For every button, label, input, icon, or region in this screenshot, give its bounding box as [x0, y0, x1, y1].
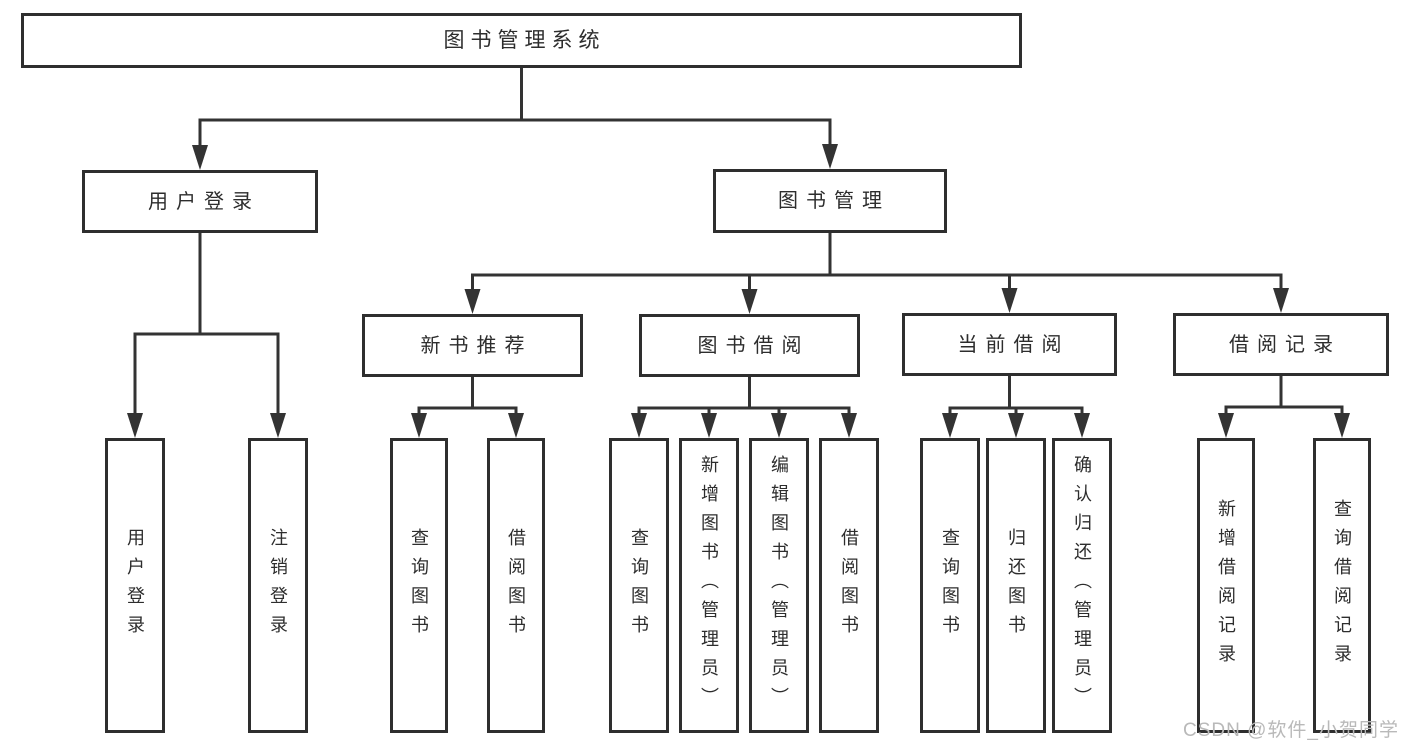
arrowhead	[464, 289, 481, 314]
node-label-leaf-return-books: 归还图书	[1006, 527, 1026, 644]
arrowhead	[1218, 413, 1234, 438]
arrowhead	[822, 144, 838, 169]
arrowhead	[1008, 413, 1024, 438]
node-label-leaf-query-books-rec: 查询图书	[409, 527, 429, 644]
node-label-leaf-user-login: 用户登录	[125, 527, 145, 644]
arrowhead	[631, 413, 647, 438]
arrowhead	[1334, 413, 1350, 438]
arrowhead	[841, 413, 857, 438]
node-label-leaf-query-books-bor: 查询图书	[629, 527, 649, 644]
arrowhead	[741, 289, 758, 314]
node-leaf-query-books-bor: 查询图书	[609, 438, 669, 733]
node-label-borrowing-records: 借阅记录	[1229, 333, 1341, 356]
node-label-book-management: 图书管理	[778, 190, 890, 212]
node-leaf-add-borrow-record: 新增借阅记录	[1197, 438, 1255, 733]
node-label-leaf-confirm-return: 确认归还（管理员）	[1072, 455, 1092, 716]
node-leaf-query-books-cur: 查询图书	[920, 438, 980, 733]
node-label-leaf-add-borrow-record: 新增借阅记录	[1216, 498, 1236, 673]
node-label-leaf-borrow-books-rec: 借阅图书	[506, 527, 526, 644]
node-label-leaf-add-books-admin: 新增图书（管理员）	[699, 455, 719, 716]
node-leaf-edit-books-admin: 编辑图书（管理员）	[749, 438, 809, 733]
node-leaf-query-books-rec: 查询图书	[390, 438, 448, 733]
arrowhead	[127, 413, 143, 438]
arrowhead	[270, 413, 286, 438]
arrowhead	[1273, 288, 1289, 313]
node-current-borrowing: 当前借阅	[902, 313, 1117, 376]
node-label-leaf-logout: 注销登录	[268, 527, 288, 644]
node-label-new-book-recommend: 新书推荐	[420, 334, 533, 357]
arrowhead	[508, 413, 524, 438]
arrowhead	[1001, 288, 1018, 313]
arrowhead	[942, 413, 958, 438]
arrowhead	[701, 413, 717, 438]
node-label-leaf-borrow-books-bor: 借阅图书	[839, 527, 859, 644]
node-label-current-borrowing: 当前借阅	[957, 333, 1070, 356]
node-leaf-add-books-admin: 新增图书（管理员）	[679, 438, 739, 733]
node-leaf-return-books: 归还图书	[986, 438, 1046, 733]
node-new-book-recommend: 新书推荐	[362, 314, 583, 377]
node-leaf-borrow-books-bor: 借阅图书	[819, 438, 879, 733]
node-label-leaf-edit-books-admin: 编辑图书（管理员）	[769, 455, 789, 716]
node-leaf-logout: 注销登录	[248, 438, 308, 733]
node-leaf-query-borrow-record: 查询借阅记录	[1313, 438, 1371, 733]
node-leaf-borrow-books-rec: 借阅图书	[487, 438, 545, 733]
arrowhead	[192, 145, 208, 170]
node-root: 图书管理系统	[21, 13, 1022, 68]
arrowhead	[411, 413, 427, 438]
node-book-borrowing: 图书借阅	[639, 314, 860, 377]
arrowhead	[771, 413, 787, 438]
node-label-leaf-query-books-cur: 查询图书	[940, 527, 960, 644]
node-book-management: 图书管理	[713, 169, 947, 233]
node-borrowing-records: 借阅记录	[1173, 313, 1389, 376]
node-leaf-confirm-return: 确认归还（管理员）	[1052, 438, 1112, 733]
arrowhead	[1074, 413, 1090, 438]
node-label-root: 图书管理系统	[443, 29, 606, 52]
node-label-leaf-query-borrow-record: 查询借阅记录	[1332, 498, 1352, 673]
node-label-book-borrowing: 图书借阅	[697, 334, 810, 357]
node-leaf-user-login: 用户登录	[105, 438, 165, 733]
node-label-user-login: 用户登录	[148, 190, 260, 213]
node-user-login: 用户登录	[82, 170, 318, 233]
